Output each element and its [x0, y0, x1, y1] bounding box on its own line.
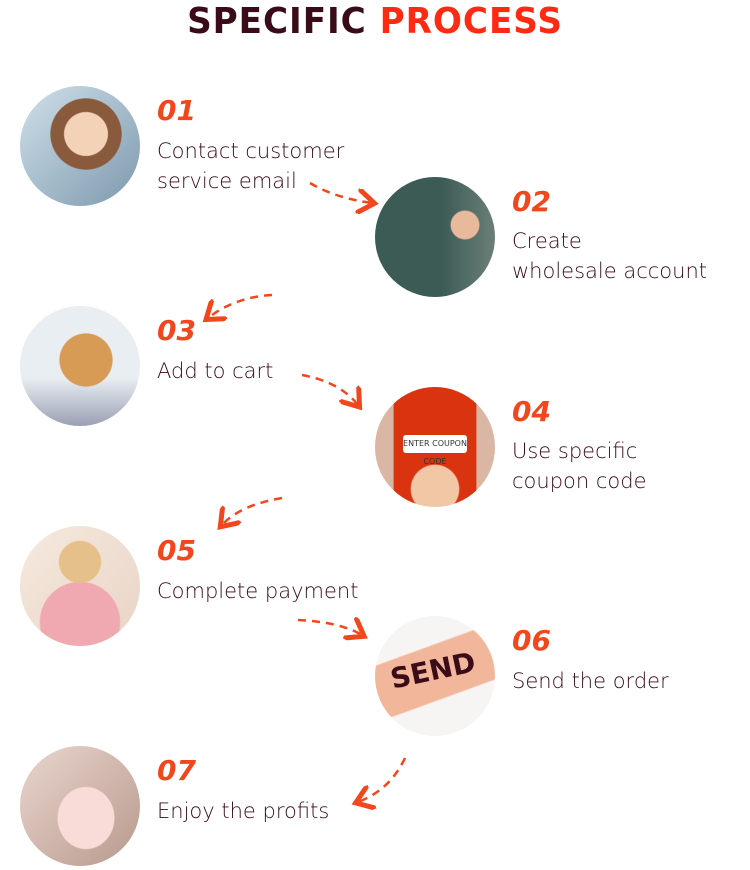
step-number: 02	[512, 185, 551, 218]
step-number: 04	[512, 395, 551, 428]
arrow-2-3	[208, 293, 273, 318]
step-number: 01	[157, 94, 196, 127]
step-text: Send the order	[512, 669, 669, 693]
step-number: 03	[157, 314, 196, 347]
title-part-1: SPECIFIC	[187, 1, 367, 42]
page-title: SPECIFIC PROCESS	[19, 0, 732, 44]
send-image: SEND	[375, 616, 495, 736]
step-number: 07	[157, 754, 196, 787]
send-word: SEND	[387, 645, 479, 696]
step-number: 05	[157, 534, 196, 567]
arrow-4-5	[222, 496, 283, 525]
title-part-2: PROCESS	[379, 1, 563, 42]
step-number: 06	[512, 624, 551, 657]
step-text: Enjoy the profits	[157, 799, 330, 823]
customer-service-image	[20, 86, 140, 206]
arrow-3-4	[301, 373, 358, 405]
payment-image	[20, 526, 140, 646]
piggy-bank-image	[20, 746, 140, 866]
account-image	[375, 177, 495, 297]
cart-image	[20, 306, 140, 426]
step-text: Add to cart	[157, 359, 274, 383]
arrow-5-6	[297, 620, 362, 635]
step-text: Complete payment	[157, 579, 359, 603]
coupon-image: ENTER COUPON CODE	[375, 387, 495, 507]
coupon-label: ENTER COUPON CODE	[403, 435, 467, 466]
arrow-1-2	[309, 181, 372, 203]
arrow-6-7	[358, 757, 407, 802]
